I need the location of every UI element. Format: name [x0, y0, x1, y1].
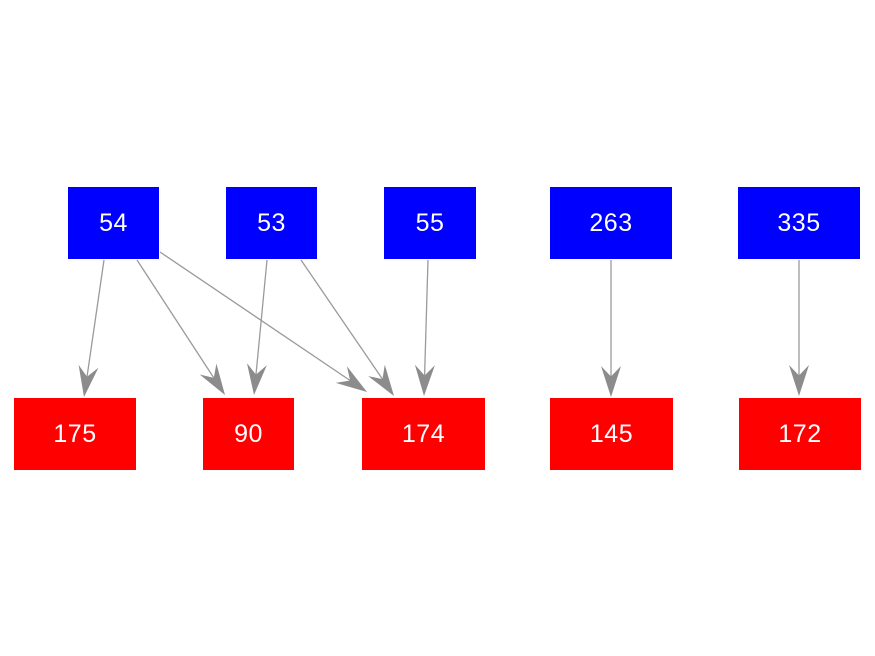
edge-53-to-90: [247, 259, 268, 395]
node-label: 172: [778, 419, 822, 448]
arrowhead-icon: [414, 364, 435, 396]
arrowhead-icon: [789, 365, 809, 396]
arrowhead-icon: [78, 364, 99, 397]
node-label: 145: [589, 419, 634, 448]
node-label: 175: [53, 419, 97, 448]
graph-node-55: 55: [384, 187, 476, 259]
edge-53-to-174: [300, 259, 394, 396]
edge-263-to-145: [601, 260, 621, 397]
edge-55-to-174: [414, 259, 435, 396]
graph-node-53: 53: [226, 187, 317, 259]
node-label: 174: [401, 419, 446, 448]
edge-54-to-175: [78, 259, 105, 397]
arrowhead-icon: [247, 363, 267, 395]
graph-node-263: 263: [550, 187, 672, 259]
node-label: 263: [589, 208, 633, 237]
node-label: 54: [99, 208, 128, 237]
graph-node-54: 54: [68, 187, 159, 259]
graph-node-175: 175: [14, 398, 136, 470]
node-label: 335: [777, 208, 821, 237]
edge-54-to-90: [136, 259, 225, 395]
edge-54-to-174: [159, 251, 367, 392]
graph-node-145: 145: [550, 398, 673, 470]
graph-node-172: 172: [739, 398, 861, 470]
arrowhead-icon: [601, 366, 621, 397]
arrowhead-icon: [335, 366, 367, 392]
node-label: 55: [415, 208, 445, 237]
node-label: 90: [234, 419, 263, 448]
node-label: 53: [257, 208, 286, 237]
arrowhead-icon: [199, 363, 225, 395]
graph-node-90: 90: [203, 398, 294, 470]
graph-node-174: 174: [362, 398, 485, 470]
graph-node-335: 335: [738, 187, 860, 259]
edge-335-to-172: [789, 260, 809, 396]
arrowhead-icon: [368, 364, 394, 396]
